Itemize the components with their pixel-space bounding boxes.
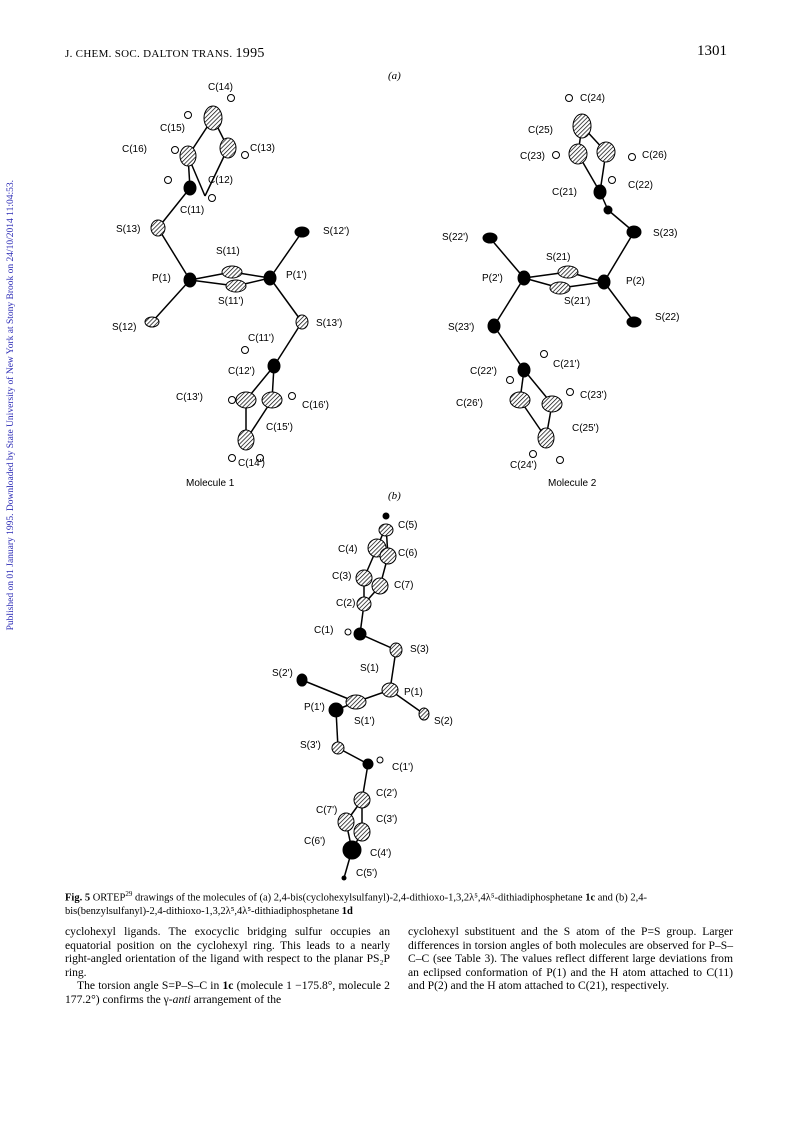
atom-label: S(11'): [218, 296, 244, 307]
caption-label: Fig. 5: [65, 892, 91, 904]
atom-label: S(3): [410, 644, 429, 655]
compound-ref: 1c: [585, 892, 596, 904]
atom-label: S(12'): [323, 226, 350, 237]
journal-year: 1995: [235, 46, 265, 61]
page-number: 1301: [697, 43, 727, 59]
atom-label: S(12): [112, 322, 137, 333]
atom-label: S(3'): [300, 740, 321, 751]
atom-label: S(13): [116, 224, 141, 235]
atom-label: C(14): [208, 82, 234, 93]
compound-ref: 1d: [341, 905, 353, 917]
atom-label: C(26): [642, 150, 668, 161]
atom-label: S(11): [216, 246, 240, 257]
atom-label: C(1'): [392, 762, 414, 773]
figure-part-a-label: (a): [388, 70, 401, 82]
atom-label: C(5'): [356, 868, 378, 879]
atom-label: C(15): [160, 123, 186, 134]
molecule-1-atoms: [144, 94, 310, 462]
atom-label: C(26'): [456, 398, 483, 409]
body-left-column: cyclohexyl ligands. The exocyclic bridgi…: [65, 925, 390, 1007]
atom-label: C(21'): [553, 359, 580, 370]
atom-label: P(1'): [304, 702, 325, 713]
atom-label: C(12): [208, 175, 234, 186]
figure-part-b-label: (b): [388, 490, 401, 502]
caption-text: and (b) 2,4-: [597, 892, 648, 904]
atom-label: C(6): [398, 548, 418, 559]
atom-label: S(2): [434, 716, 453, 727]
atom-label: C(16'): [302, 400, 329, 411]
atom-label: S(21'): [564, 296, 591, 307]
paragraph-text: The torsion angle S=P–S–C in: [77, 979, 220, 993]
journal-name: J. CHEM. SOC. DALTON TRANS.: [65, 48, 233, 60]
running-header: J. CHEM. SOC. DALTON TRANS. 1995: [65, 46, 265, 62]
atom-label: P(1): [152, 273, 171, 284]
paragraph-text: arrangement of the: [193, 992, 282, 1006]
atom-label: C(3): [332, 571, 352, 582]
atom-label: S(23'): [448, 322, 475, 333]
atom-label: C(5): [398, 520, 418, 531]
atom-label: S(23): [653, 228, 678, 239]
atom-label: C(13'): [176, 392, 203, 403]
paragraph-text: (molecule 1 −175.8°, molecule 2 177.2°) …: [65, 979, 390, 1006]
atom-label: C(2'): [376, 788, 398, 799]
molecule-1-bonds: [151, 117, 303, 441]
atom-label: S(1'): [354, 716, 375, 727]
molecule-2-atoms: [482, 94, 642, 464]
caption-line-2: bis(benzylsulfanyl)-2,4-dithioxo-1,3,2λ⁵…: [65, 905, 733, 918]
atom-label: P(1): [404, 687, 423, 698]
atom-label: C(11): [180, 205, 205, 216]
atom-label: C(6'): [304, 836, 326, 847]
emphasis: anti: [172, 992, 191, 1006]
atom-label: C(13): [250, 143, 276, 154]
paragraph-text: cyclohexyl ligands. The exocyclic bridgi…: [65, 925, 390, 966]
paragraph: cyclohexyl ligands. The exocyclic bridgi…: [65, 925, 390, 979]
atom-label: C(21): [552, 187, 578, 198]
atom-label: C(24'): [510, 460, 537, 471]
atom-label: S(22'): [442, 232, 469, 243]
atom-label: C(4'): [370, 848, 392, 859]
atom-label: C(25): [528, 125, 554, 136]
atom-label: C(24): [580, 93, 606, 104]
compound-ref: 1c: [222, 979, 234, 993]
figure-caption: Fig. 5 ORTEP29 drawings of the molecules…: [65, 888, 733, 918]
atom-label: C(11'): [248, 333, 275, 344]
atom-label: P(2'): [482, 273, 503, 284]
atom-label: S(21): [546, 252, 571, 263]
atom-label: S(1): [360, 663, 379, 674]
ortep-figure: [144, 94, 642, 881]
body-right-column: cyclohexyl substituent and the S atom of…: [408, 925, 733, 993]
caption-text: ORTEP: [92, 892, 126, 904]
atom-label: S(22): [655, 312, 680, 323]
atom-label: C(1): [314, 625, 334, 636]
molecule-b-atoms: [296, 512, 430, 881]
atom-label: C(2): [336, 598, 356, 609]
paragraph: cyclohexyl substituent and the S atom of…: [408, 925, 733, 993]
atom-label: C(12'): [228, 366, 255, 377]
caption-text: drawings of the molecules of (a) 2,4-bis…: [134, 892, 583, 904]
molecule-1-label: Molecule 1: [186, 478, 235, 489]
atom-label: C(14'): [238, 458, 265, 469]
atom-label: S(2'): [272, 668, 293, 679]
atom-label: C(4): [338, 544, 358, 555]
atom-label: C(16): [122, 144, 148, 155]
caption-text: bis(benzylsulfanyl)-2,4-dithioxo-1,3,2λ⁵…: [65, 905, 340, 917]
atom-label: C(7'): [316, 805, 338, 816]
atom-label: S(13'): [316, 318, 343, 329]
atom-label: C(23): [520, 151, 546, 162]
molecule-2-label: Molecule 2: [548, 478, 597, 489]
atom-label: P(2): [626, 276, 645, 287]
atom-label: C(22): [628, 180, 654, 191]
caption-line-1: Fig. 5 ORTEP29 drawings of the molecules…: [65, 888, 733, 905]
atom-label: C(25'): [572, 423, 599, 434]
atom-label: C(15'): [266, 422, 293, 433]
caption-ref: 29: [125, 890, 133, 898]
atom-label: P(1'): [286, 270, 307, 281]
atom-label: C(7): [394, 580, 414, 591]
paragraph-text: PS₂P ring.: [65, 952, 390, 979]
atom-label: C(23'): [580, 390, 607, 401]
atom-label: C(3'): [376, 814, 398, 825]
paragraph: The torsion angle S=P–S–C in 1c (molecul…: [65, 979, 390, 1006]
atom-label: C(22'): [470, 366, 497, 377]
